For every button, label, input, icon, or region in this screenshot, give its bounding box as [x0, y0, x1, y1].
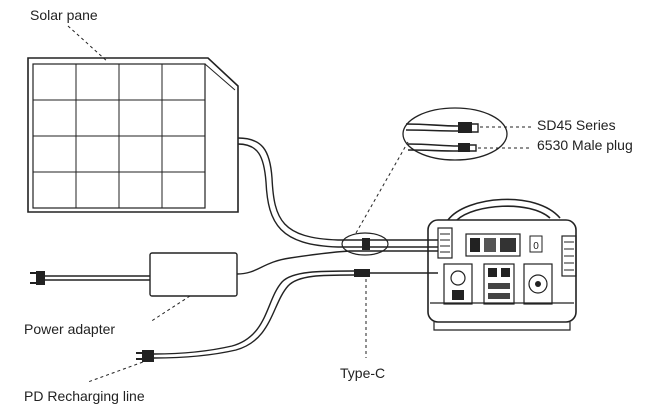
power-adapter-leader	[149, 295, 191, 323]
label-solar-panel: Solar pane	[30, 7, 98, 23]
solar-panel-cable	[237, 137, 438, 241]
connector-ellipse	[341, 232, 389, 256]
connector-leader	[355, 141, 409, 234]
connector-magnified-view	[402, 107, 508, 161]
label-male-plug: 6530 Male plug	[537, 137, 633, 153]
solar-panel	[27, 57, 239, 213]
label-type-c: Type-C	[340, 365, 386, 381]
label-pd-recharging-line: PD Recharging line	[24, 388, 145, 404]
svg-text:0: 0	[533, 241, 539, 252]
label-power-adapter: Power adapter	[24, 321, 116, 337]
power-station: 0	[427, 198, 577, 331]
pd-recharging-cable	[136, 269, 438, 362]
power-adapter	[30, 250, 438, 297]
label-sd45-series: SD45 Series	[537, 117, 616, 133]
solar-panel-leader	[67, 25, 109, 63]
